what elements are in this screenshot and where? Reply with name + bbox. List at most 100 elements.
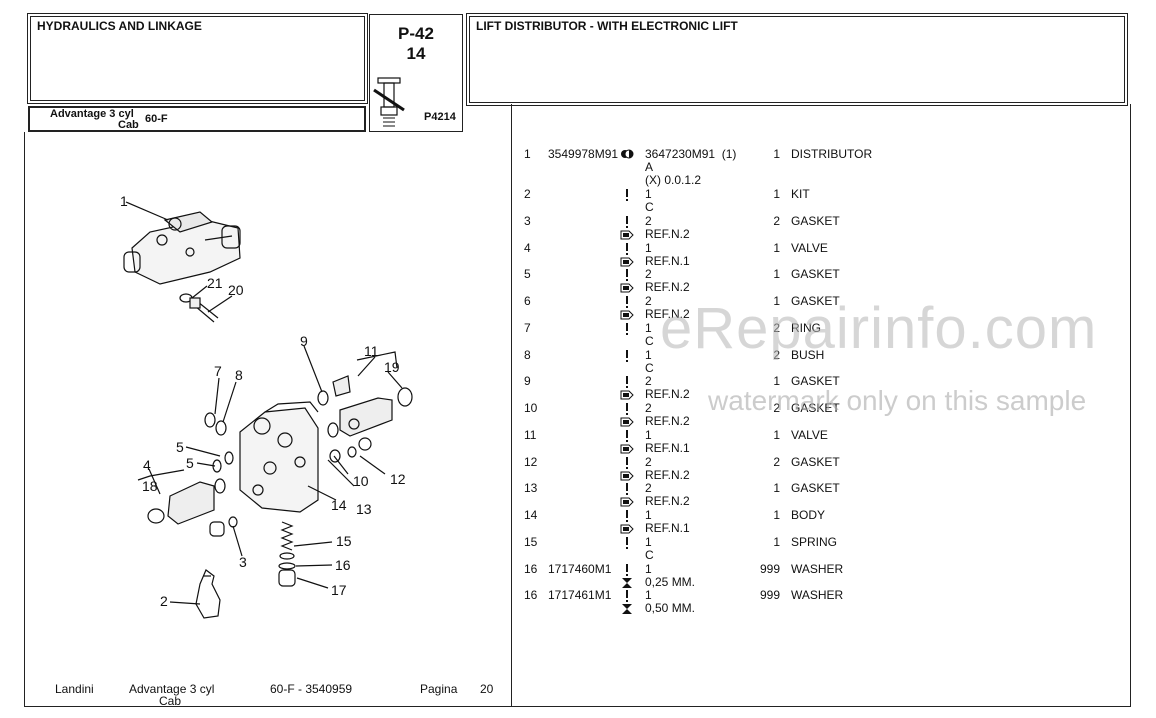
exclaim-arrow-icon bbox=[620, 483, 634, 512]
quantity: 1 bbox=[773, 294, 780, 308]
item-number: 13 bbox=[524, 481, 538, 495]
footer-brand: Landini bbox=[55, 682, 94, 696]
exclaim-icon bbox=[620, 189, 634, 205]
quantity: 1 bbox=[773, 508, 780, 522]
diagram-label: 17 bbox=[331, 582, 347, 598]
description: DISTRIBUTOR bbox=[791, 147, 873, 161]
item-number: 7 bbox=[524, 321, 531, 335]
diagram-label: 2 bbox=[160, 593, 168, 609]
diagram-label: 5 bbox=[176, 439, 184, 455]
model-name: Advantage 3 cyl bbox=[50, 108, 134, 120]
part-number: 1717460M1 bbox=[548, 562, 612, 576]
page-code-box bbox=[369, 14, 463, 132]
part-detail: 2 REF.N.2 bbox=[645, 374, 690, 401]
part-detail: 1 0,50 MM. bbox=[645, 588, 696, 615]
exclaim-arrow-icon bbox=[620, 510, 634, 539]
description: VALVE bbox=[791, 428, 828, 442]
quantity: 999 bbox=[759, 588, 780, 602]
part-detail: 1 0,25 MM. bbox=[645, 562, 696, 589]
diagram-label: 21 bbox=[207, 275, 223, 291]
exclaim-arrow-icon bbox=[620, 269, 634, 298]
part-detail: 2 REF.N.2 bbox=[645, 267, 690, 294]
description: BUSH bbox=[791, 348, 825, 362]
description: SPRING bbox=[791, 535, 838, 549]
diagram-label: 5 bbox=[186, 455, 194, 471]
description: RING bbox=[791, 321, 821, 335]
diagram-label: 4 bbox=[143, 457, 151, 473]
diagram-label: 13 bbox=[356, 501, 372, 517]
part-number: 1717461M1 bbox=[548, 588, 612, 602]
part-detail: 2 REF.N.2 bbox=[645, 401, 690, 428]
description: VALVE bbox=[791, 241, 828, 255]
quantity: 1 bbox=[773, 147, 780, 161]
section-box bbox=[27, 13, 368, 104]
item-number: 16 bbox=[524, 562, 538, 576]
model-sub: Cab bbox=[118, 119, 139, 131]
item-number: 6 bbox=[524, 294, 531, 308]
item-number: 14 bbox=[524, 508, 538, 522]
exclaim-icon bbox=[620, 537, 634, 553]
frame-bottom bbox=[24, 706, 1131, 707]
section-title: HYDRAULICS AND LINKAGE bbox=[37, 19, 202, 33]
part-detail: 1 C bbox=[645, 321, 654, 348]
part-detail: 1 REF.N.1 bbox=[645, 428, 690, 455]
diagram-label: 9 bbox=[300, 333, 308, 349]
part-detail: 2 REF.N.2 bbox=[645, 481, 690, 508]
diagram-label: 15 bbox=[336, 533, 352, 549]
ref-code: P4214 bbox=[424, 111, 456, 123]
description: GASKET bbox=[791, 455, 840, 469]
item-number: 9 bbox=[524, 374, 531, 388]
quantity: 2 bbox=[773, 401, 780, 415]
part-detail: 1 REF.N.1 bbox=[645, 508, 690, 535]
exploded-diagram: 1 21 20 9 11 19 7 8 5 5 4 18 3 2 14 13 1… bbox=[120, 193, 413, 619]
frame-right bbox=[1130, 104, 1131, 707]
part-detail: 2 REF.N.2 bbox=[645, 455, 690, 482]
page-title: LIFT DISTRIBUTOR - WITH ELECTRONIC LIFT bbox=[476, 19, 738, 33]
part-detail: 1 REF.N.1 bbox=[645, 241, 690, 268]
description: GASKET bbox=[791, 294, 840, 308]
diagram-label: 11 bbox=[364, 343, 379, 359]
description: BODY bbox=[791, 508, 826, 522]
diagram-label: 19 bbox=[384, 359, 400, 375]
quantity: 999 bbox=[759, 562, 780, 576]
hydraulic-lift-icon bbox=[373, 77, 405, 127]
page-sub: 14 bbox=[406, 44, 426, 63]
quantity: 1 bbox=[773, 267, 780, 281]
quantity: 1 bbox=[773, 241, 780, 255]
diagram-label: 20 bbox=[228, 282, 244, 298]
item-number: 3 bbox=[524, 214, 531, 228]
frame-divider bbox=[511, 104, 512, 707]
page-code: P-42 bbox=[398, 24, 434, 43]
diagram-label: 8 bbox=[235, 367, 243, 383]
part-detail: 1 C bbox=[645, 187, 654, 214]
title-box bbox=[466, 13, 1128, 106]
description: GASKET bbox=[791, 374, 840, 388]
description: GASKET bbox=[791, 267, 840, 281]
model-code: 60-F bbox=[145, 113, 168, 125]
part-detail: 3647230M91 (1) A (X) 0.0.1.2 bbox=[645, 147, 737, 187]
exclaim-arrow-icon bbox=[620, 216, 634, 245]
diagram-label: 1 bbox=[120, 193, 128, 209]
exclaim-arrow-icon bbox=[620, 457, 634, 486]
item-number: 12 bbox=[524, 455, 538, 469]
leader-1 bbox=[125, 201, 169, 221]
exclaim-arrow-icon bbox=[620, 296, 634, 325]
description: WASHER bbox=[791, 588, 844, 602]
footer-page-num: 20 bbox=[480, 682, 494, 696]
description: GASKET bbox=[791, 481, 840, 495]
description: KIT bbox=[791, 187, 810, 201]
diagram-label: 16 bbox=[335, 557, 351, 573]
frame-left bbox=[24, 132, 25, 707]
footer-page-label: Pagina bbox=[420, 682, 458, 696]
quantity: 1 bbox=[773, 481, 780, 495]
exclaim-arrow-icon bbox=[620, 403, 634, 432]
part-detail: 1 C bbox=[645, 535, 654, 562]
item-number: 2 bbox=[524, 187, 531, 201]
exclaim-icon bbox=[620, 350, 634, 366]
exclaim-icon bbox=[620, 323, 634, 339]
item-number: 11 bbox=[524, 428, 537, 442]
exclaim-arrow-icon bbox=[620, 243, 634, 272]
item-number: 10 bbox=[524, 401, 538, 415]
quantity: 1 bbox=[773, 535, 780, 549]
watermark-main: eRepairinfo.com bbox=[660, 296, 1098, 361]
